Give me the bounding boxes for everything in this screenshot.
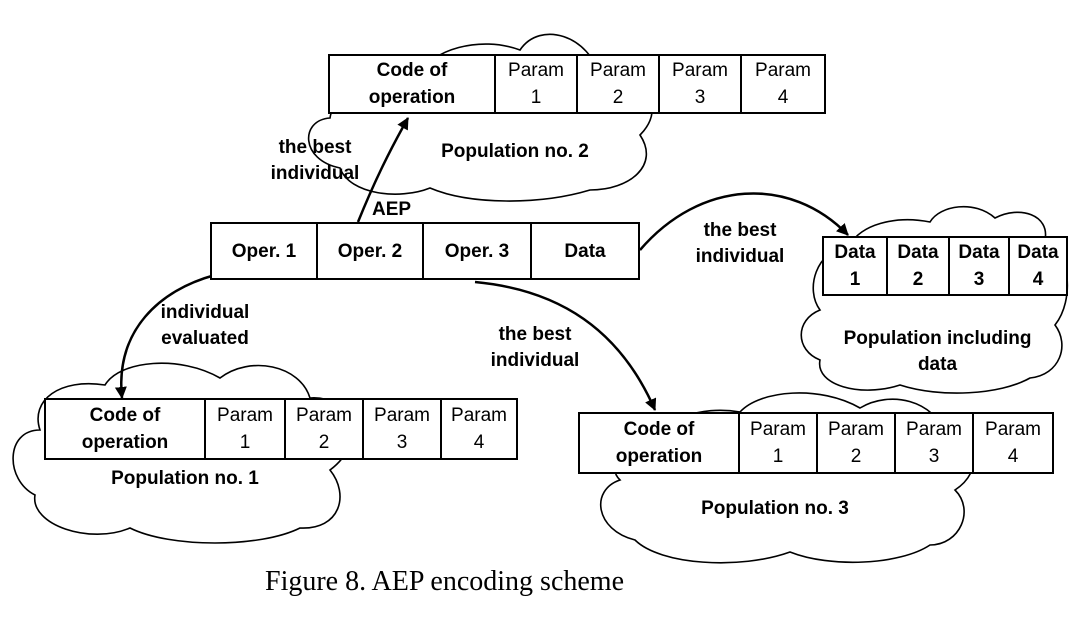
figure-caption: Figure 8. AEP encoding scheme [265, 566, 625, 597]
edge-label-to-population-data: the best individual [695, 220, 785, 267]
population-data-cell: Data 1 [822, 236, 888, 296]
population-1-param-cell: Param 3 [362, 398, 442, 460]
population-2-param-cell: Param 2 [576, 54, 660, 114]
edge-label-to-population-1: individual evaluated [160, 302, 250, 349]
population-1-param-cell: Param 4 [440, 398, 518, 460]
edge-to-population-2 [356, 117, 410, 223]
population-2-code-cell: Code of operation [328, 54, 496, 114]
edge-label-to-population-2: the best individual [270, 137, 360, 184]
population-data-cell: Data 2 [886, 236, 950, 296]
population-3-param-cell: Param 2 [816, 412, 896, 474]
population-1-name: Population no. 1 [111, 468, 259, 489]
population-1-param-cell: Param 2 [284, 398, 364, 460]
population-2-param-cell: Param 3 [658, 54, 742, 114]
aep-oper-3-cell: Oper. 3 [422, 222, 532, 280]
population-1-code-cell: Code of operation [44, 398, 206, 460]
population-data-name: Population including data [843, 328, 1032, 375]
aep-label: AEP [372, 199, 412, 220]
population-3-param-cell: Param 3 [894, 412, 974, 474]
population-2-param-cell: Param 1 [494, 54, 578, 114]
population-3-param-cell: Param 1 [738, 412, 818, 474]
population-2-name: Population no. 2 [441, 141, 589, 162]
aep-data-cell: Data [530, 222, 640, 280]
edge-label-to-population-3: the best individual [490, 324, 580, 371]
population-data-cell: Data 3 [948, 236, 1010, 296]
population-1-param-cell: Param 1 [204, 398, 286, 460]
edge-to-population-1 [114, 273, 216, 399]
aep-oper-1-cell: Oper. 1 [210, 222, 318, 280]
edge-to-population-3 [474, 280, 657, 411]
population-3-param-cell: Param 4 [972, 412, 1054, 474]
edge-to-population-data [639, 192, 849, 251]
population-2-param-cell: Param 4 [740, 54, 826, 114]
aep-oper-2-cell: Oper. 2 [316, 222, 424, 280]
population-data-cell: Data 4 [1008, 236, 1068, 296]
population-3-name: Population no. 3 [701, 498, 849, 519]
population-3-code-cell: Code of operation [578, 412, 740, 474]
